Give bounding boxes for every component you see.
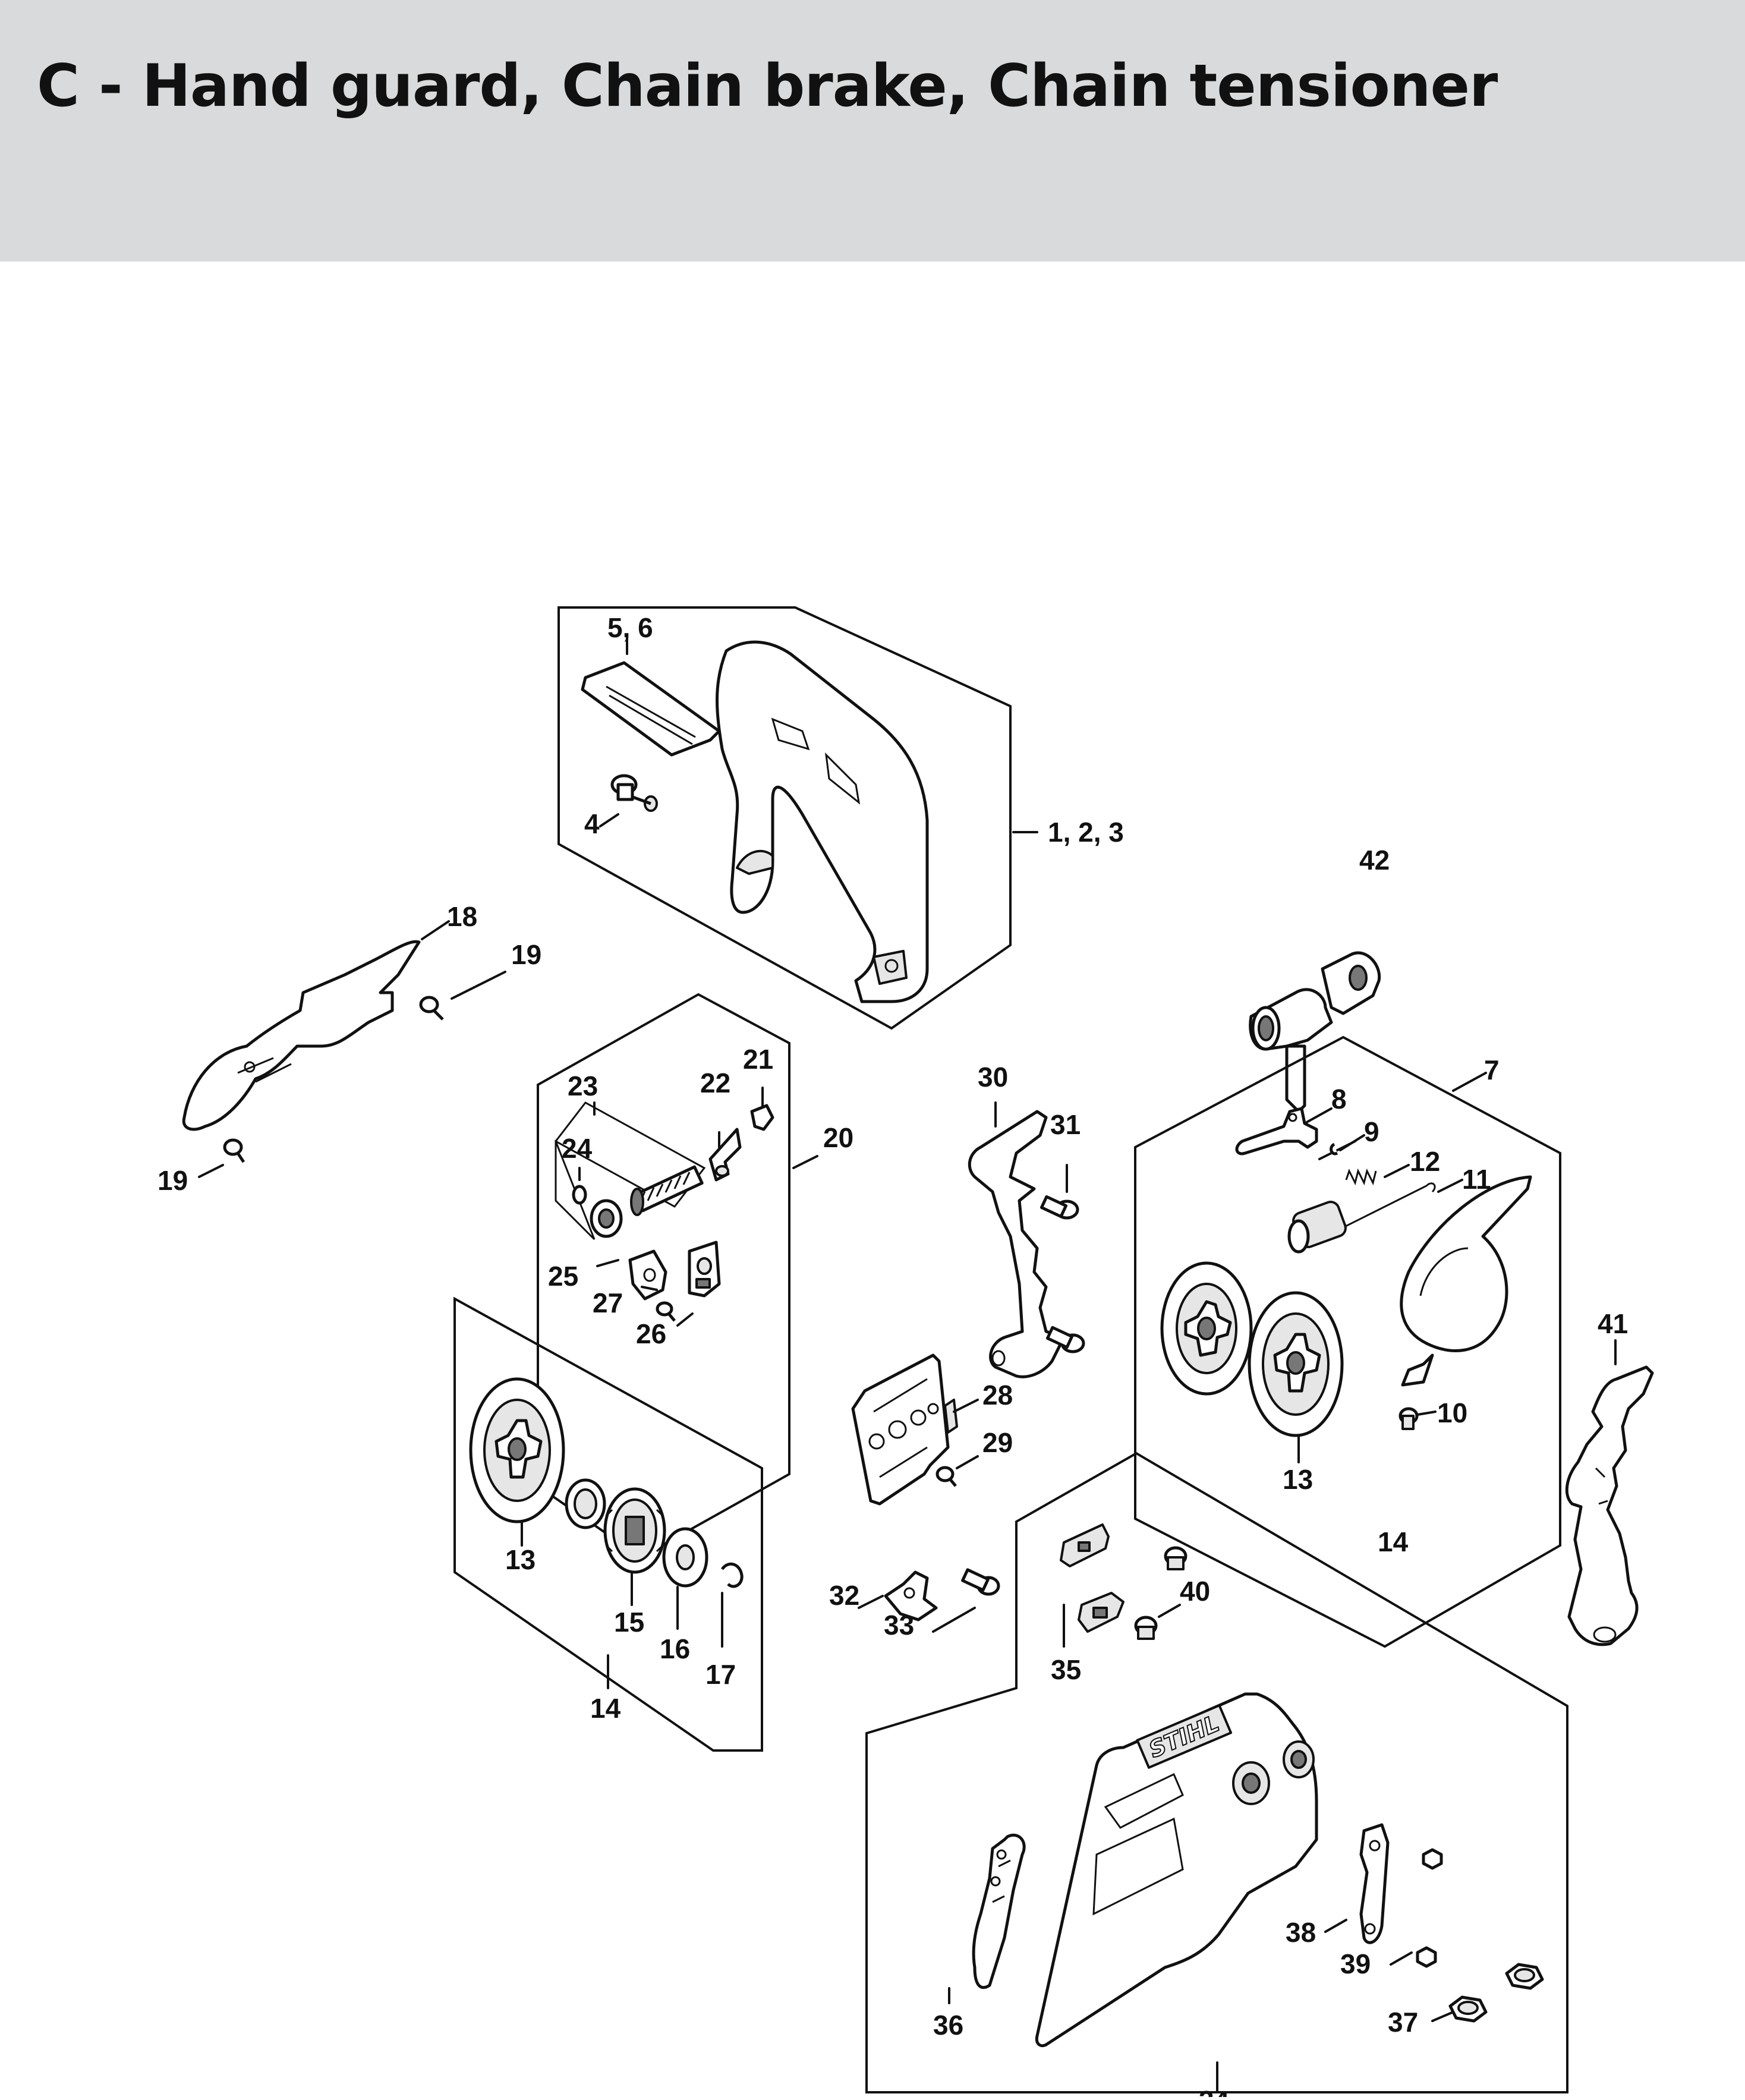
callout-40: 40 xyxy=(1180,1576,1210,1607)
hand-guard-label-plate xyxy=(581,661,721,757)
guide-plate-28 xyxy=(851,1353,958,1506)
screw-10 xyxy=(1398,1407,1419,1430)
part-18-guard xyxy=(182,940,421,1131)
part-32-plate xyxy=(884,1570,938,1622)
callout-32: 32 xyxy=(829,1580,859,1611)
callout-38: 38 xyxy=(1286,1917,1316,1948)
combination-wrench-42 xyxy=(1249,951,1381,1113)
callout-1-2-3: 1, 2, 3 xyxy=(1048,817,1124,848)
spring-cylinder xyxy=(1287,1201,1347,1254)
hand-guard-part xyxy=(716,640,929,1003)
callout-13-a: 13 xyxy=(505,1544,536,1575)
nut-39 xyxy=(1416,1946,1437,1968)
callout-27: 27 xyxy=(593,1287,623,1318)
clutch-drum-13-b xyxy=(1248,1291,1344,1437)
callout-26: 26 xyxy=(636,1318,666,1349)
screw-31 xyxy=(1040,1195,1079,1220)
tensioner-gear xyxy=(590,1199,623,1238)
part-26-block xyxy=(688,1241,721,1298)
callout-16: 16 xyxy=(660,1633,690,1664)
callout-8: 8 xyxy=(1331,1084,1347,1114)
part-35-nut-upper xyxy=(1060,1523,1110,1567)
callout-42: 42 xyxy=(1359,845,1390,876)
callout-28: 28 xyxy=(982,1380,1013,1411)
callout-23: 23 xyxy=(568,1071,598,1101)
callout-41: 41 xyxy=(1598,1308,1628,1339)
spring-11 xyxy=(1343,1182,1436,1229)
hand-guard-group-outline xyxy=(557,606,1012,1030)
brake-drum xyxy=(1160,1261,1253,1396)
page-title: C - Hand guard, Chain brake, Chain tensi… xyxy=(37,52,1498,120)
part-25-plate xyxy=(628,1249,667,1301)
clutch-drum-group-outline xyxy=(453,1296,763,1752)
callout-7: 7 xyxy=(1484,1054,1500,1085)
brake-band-group-outline xyxy=(1134,1035,1561,1648)
screw-31-b xyxy=(1045,1326,1085,1353)
callout-24: 24 xyxy=(562,1133,593,1164)
hand-guard-pin xyxy=(610,774,658,812)
part-9-clip xyxy=(1330,1142,1338,1156)
screw-33 xyxy=(961,1568,1000,1596)
screw-27 xyxy=(656,1301,676,1322)
callout-15: 15 xyxy=(614,1607,644,1638)
part-35-nut xyxy=(1078,1592,1125,1633)
callout-22: 22 xyxy=(700,1068,730,1098)
callout-36: 36 xyxy=(933,2010,963,2041)
o-ring-24 xyxy=(572,1185,587,1205)
sprocket-cover: STIHL xyxy=(1035,1692,1318,2048)
e-clip-17 xyxy=(720,1562,744,1588)
callout-14-b: 14 xyxy=(1378,1526,1409,1557)
page-header: C - Hand guard, Chain brake, Chain tensi… xyxy=(0,0,1745,262)
callout-18: 18 xyxy=(447,901,477,932)
callout-35: 35 xyxy=(1051,1654,1081,1685)
callout-11: 11 xyxy=(1462,1164,1491,1195)
callout-4: 4 xyxy=(584,808,600,839)
screw-40-a xyxy=(1164,1546,1188,1570)
callout-25: 25 xyxy=(548,1261,578,1292)
sprocket-cover-group-outline xyxy=(865,1452,1568,2093)
part-21-clip xyxy=(750,1104,774,1131)
callout-5-6: 5, 6 xyxy=(607,612,653,643)
screw-19-b xyxy=(223,1138,245,1163)
callout-29: 29 xyxy=(982,1427,1013,1458)
hand-guard-group xyxy=(557,606,1038,1030)
callout-13-b: 13 xyxy=(1283,1464,1313,1495)
spur-gear xyxy=(565,1478,606,1529)
collar-nut-37 xyxy=(1448,1995,1488,2023)
tensioner-screw-assembly xyxy=(555,1101,774,1322)
nut-39-upper xyxy=(1422,1848,1443,1870)
callout-34: 34 xyxy=(1199,2085,1230,2097)
brake-lever-30 xyxy=(968,1110,1066,1378)
part-36-rail xyxy=(972,1833,1026,1989)
part-8-lever xyxy=(1235,1107,1318,1156)
callout-17: 17 xyxy=(705,1659,736,1690)
rim-sprocket-15 xyxy=(603,1487,666,1574)
callout-21: 21 xyxy=(743,1044,773,1075)
screw-40-b xyxy=(1134,1616,1158,1640)
callout-33: 33 xyxy=(884,1610,914,1641)
screw-19-a xyxy=(419,996,444,1021)
clutch-drum-13 xyxy=(469,1377,565,1523)
callout-37: 37 xyxy=(1388,2007,1418,2038)
callout-20: 20 xyxy=(823,1122,853,1153)
callout-31: 31 xyxy=(1050,1109,1081,1140)
brake-lever-41 xyxy=(1565,1365,1654,1646)
screw-29 xyxy=(936,1466,957,1487)
callout-39: 39 xyxy=(1340,1948,1371,1979)
washer-16 xyxy=(662,1527,708,1588)
callout-19-b: 19 xyxy=(158,1165,188,1196)
part-22-slider xyxy=(708,1128,742,1182)
collar-nut-37-b xyxy=(1505,1963,1544,1990)
callout-12: 12 xyxy=(1410,1146,1440,1177)
callout-14-a: 14 xyxy=(590,1693,621,1724)
spring-12 xyxy=(1345,1168,1377,1186)
exploded-parts-diagram: STIHL 1, 2, 3 4 5, 6 7 8 9 xyxy=(0,262,1745,2100)
brake-band xyxy=(1400,1175,1532,1387)
callout-30: 30 xyxy=(978,1062,1008,1092)
tensioner-screw xyxy=(630,1165,704,1216)
callout-19-a: 19 xyxy=(511,939,541,970)
callout-10: 10 xyxy=(1437,1397,1467,1428)
callout-9: 9 xyxy=(1364,1116,1379,1147)
part-38-bracket xyxy=(1359,1823,1390,1944)
